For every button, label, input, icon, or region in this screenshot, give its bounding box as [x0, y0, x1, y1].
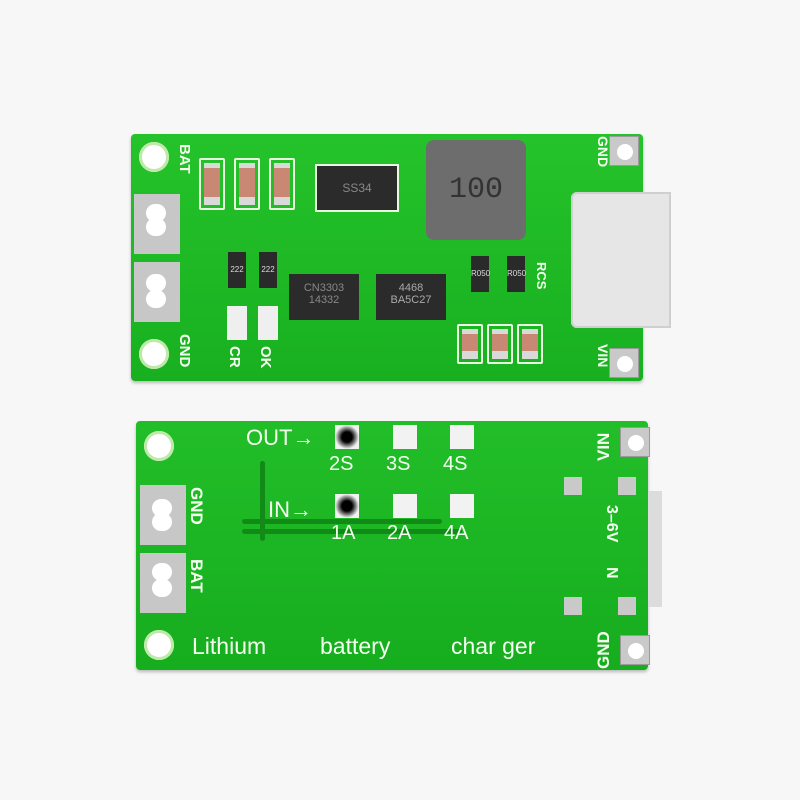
ic-marking: 14332: [308, 294, 340, 306]
usb-type-c-port[interactable]: [571, 192, 671, 328]
usb-mount-pad: [618, 477, 636, 495]
sense-resistor: R050: [471, 256, 490, 292]
label-3s: 3S: [386, 453, 411, 475]
label-gnd: GND: [187, 487, 206, 525]
title-lithium: Lithium: [192, 633, 267, 659]
mounting-hole: [144, 630, 174, 660]
label-input-range: 3–6V: [603, 505, 620, 543]
capacitor: [269, 158, 295, 210]
label-2s: 2S: [329, 453, 354, 475]
label-gnd: GND: [176, 334, 193, 368]
sense-resistor: R050: [507, 256, 526, 292]
usb-mount-pad: [564, 597, 582, 615]
label-4a: 4A: [444, 522, 469, 544]
capacitor: [234, 158, 260, 210]
capacitor: [487, 324, 513, 364]
bat-solder-pad: [140, 553, 186, 613]
label-bat: BAT: [176, 144, 193, 174]
gnd-solder-pad: [134, 262, 180, 322]
jumper-out-3s[interactable]: [393, 425, 417, 449]
label-in-n: N: [603, 567, 620, 579]
label-1a: 1A: [331, 522, 356, 544]
pcb-top-side: BAT GND SS34 100 222 222 CR OK CN3303 14…: [131, 134, 671, 381]
pcb-trace: [242, 519, 442, 524]
capacitor: [457, 324, 483, 364]
capacitor: [517, 324, 543, 364]
jumper-in-1a[interactable]: [335, 494, 359, 518]
gnd-solder-pad: [620, 635, 650, 665]
pcb-trace: [242, 529, 462, 534]
capacitor: [199, 158, 225, 210]
vin-solder-pad: [609, 348, 639, 378]
ic-marking: BA5C27: [390, 294, 432, 306]
mounting-hole: [139, 142, 169, 172]
mounting-hole: [139, 339, 169, 369]
jumper-out-4s[interactable]: [450, 425, 474, 449]
mosfet-ic: 4468 BA5C27: [376, 274, 446, 320]
charger-ic: CN3303 14332: [289, 274, 359, 320]
label-4s: 4S: [443, 453, 468, 475]
jumper-in-2a[interactable]: [393, 494, 417, 518]
jumper-in-4a[interactable]: [450, 494, 474, 518]
resistor: 222: [228, 252, 246, 288]
label-vin: VIN: [594, 432, 613, 461]
led-cr: [227, 306, 247, 340]
label-gnd: GND: [594, 631, 613, 669]
usb-mount-pad: [618, 597, 636, 615]
gnd-solder-pad: [140, 485, 186, 545]
usb-type-c-port-edge: [648, 491, 662, 607]
led-ok: [258, 306, 278, 340]
vin-solder-pad: [620, 427, 650, 457]
label-ok: OK: [257, 346, 274, 369]
pcb-bottom-side: GND BAT OUT→ IN→ 2S 3S 4S 1A 2A 4A Lithi…: [136, 421, 662, 670]
label-rcs: RCS: [534, 262, 549, 290]
ic-marking: 4468: [398, 282, 424, 294]
bat-solder-pad: [134, 194, 180, 254]
schottky-diode: SS34: [315, 164, 399, 212]
title-charger: char ger: [451, 633, 536, 659]
mounting-hole: [144, 431, 174, 461]
inductor: 100: [426, 140, 526, 240]
label-in: IN→: [268, 497, 312, 522]
jumper-out-2s[interactable]: [335, 425, 359, 449]
title-battery: battery: [320, 633, 391, 659]
label-cr: CR: [226, 346, 243, 368]
label-2a: 2A: [387, 522, 412, 544]
label-out: OUT→: [246, 425, 315, 450]
ic-marking: CN3303: [303, 282, 345, 294]
usb-mount-pad: [564, 477, 582, 495]
pcb-trace: [260, 461, 265, 541]
gnd-solder-pad: [609, 136, 639, 166]
resistor: 222: [259, 252, 277, 288]
label-bat: BAT: [187, 559, 206, 593]
